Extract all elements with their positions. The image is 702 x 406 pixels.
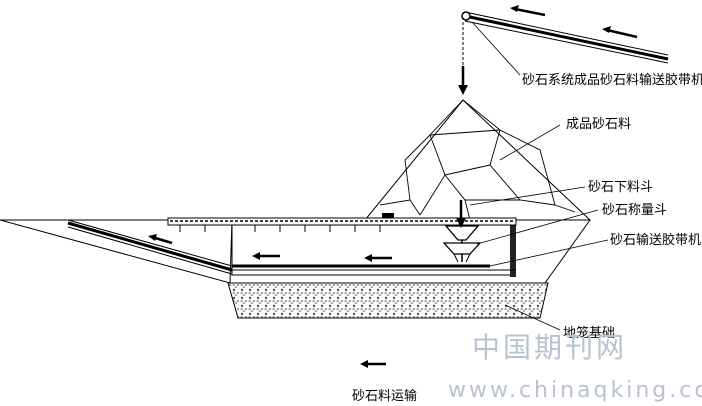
label-foundation: 地笼基础 [563, 325, 615, 341]
arrow-left-icon [252, 252, 280, 260]
arrow-down-icon [456, 200, 466, 228]
right-embankment [544, 219, 591, 284]
arrow-left-icon [364, 254, 392, 262]
weigh-hopper [442, 242, 482, 263]
arrow-left-icon [602, 26, 638, 39]
arrow-left-icon [510, 5, 546, 17]
arrow-down-icon [458, 66, 468, 95]
label-weigh-hopper: 砂石称量斗 [602, 203, 667, 218]
arrow-left-icon [360, 360, 386, 368]
arrow-left-icon [148, 234, 173, 245]
watermark-url: www.chinaqking.com [448, 378, 702, 403]
label-top-conveyor: 砂石系统成品砂石料输送胶带机 [522, 72, 702, 88]
top-inclined-conveyor [461, 11, 669, 64]
watermark-site-name: 中国期刊网 [472, 331, 627, 364]
left-inclined-conveyor [67, 219, 233, 275]
product-pile [363, 99, 592, 221]
roof-hangers [179, 225, 381, 232]
gravel-foundation [227, 282, 549, 319]
label-product-pile: 成品砂石料 [566, 117, 631, 132]
label-discharge-hopper: 砂石下料斗 [588, 180, 653, 195]
label-belt-conveyor: 砂石输送胶带机 [610, 232, 701, 248]
leader-lines [469, 21, 609, 331]
label-transport: 砂石料运输 [352, 388, 417, 404]
left-embankment [0, 219, 233, 284]
